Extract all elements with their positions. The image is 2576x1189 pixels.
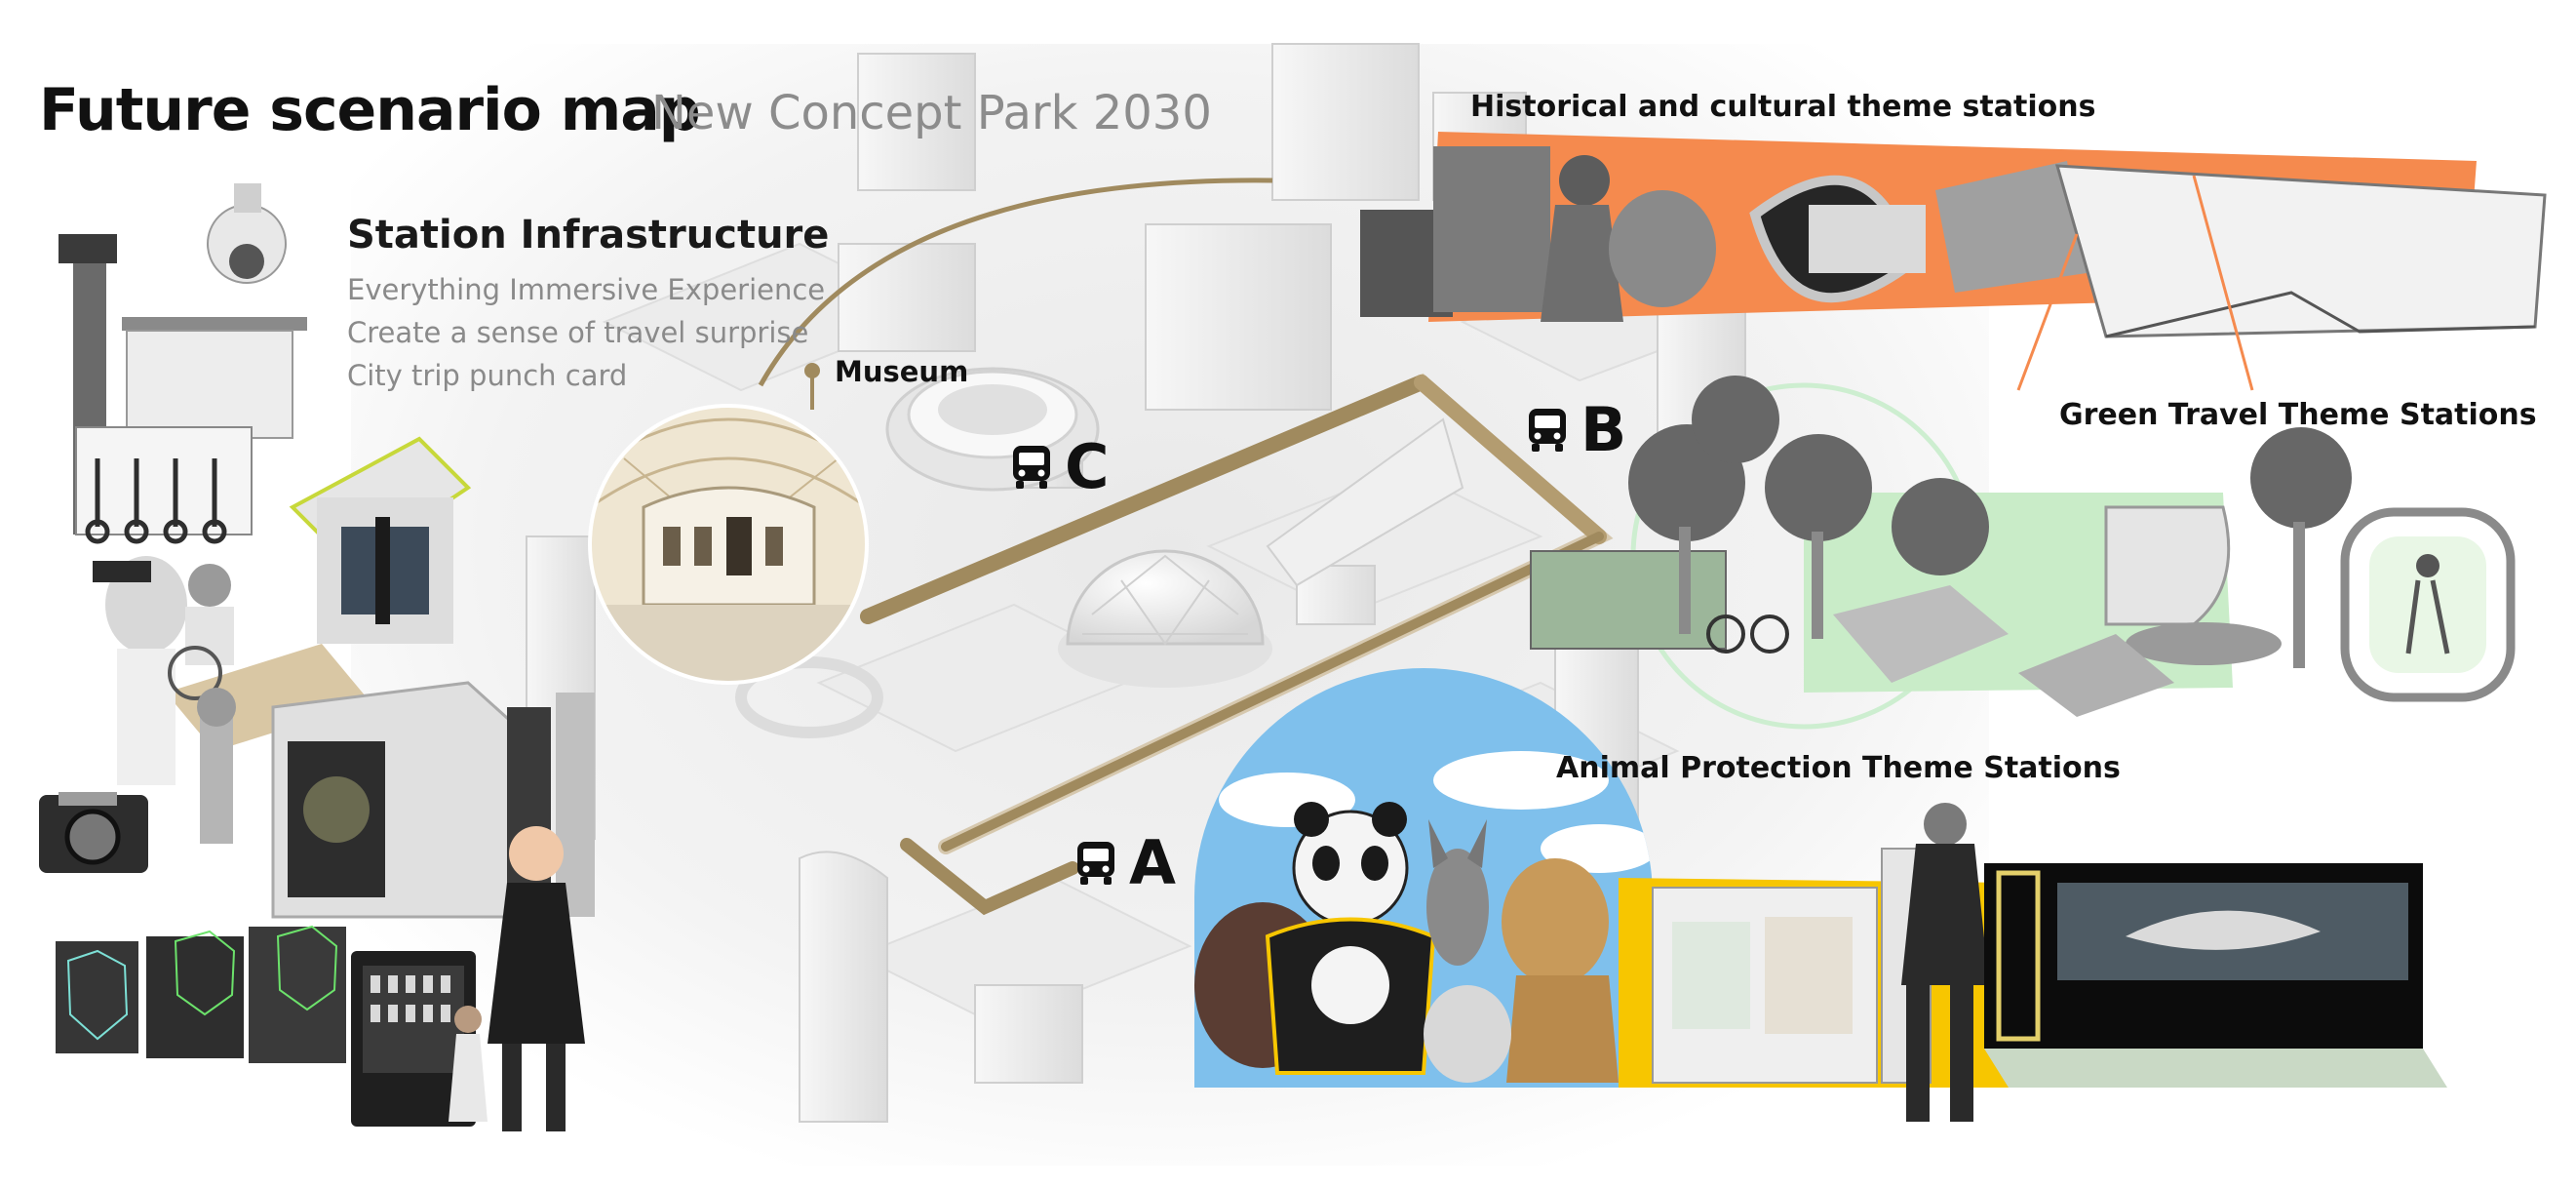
page-title: Future scenario map bbox=[39, 76, 701, 144]
infrastructure-line-1: Everything Immersive Experience bbox=[347, 273, 826, 306]
historical-theme-label: Historical and cultural theme stations bbox=[1470, 90, 2096, 124]
station-a-letter: A bbox=[1129, 827, 1176, 898]
station-a: A bbox=[1074, 833, 1176, 893]
infrastructure-line-2: Create a sense of travel surprise bbox=[347, 316, 809, 349]
transit-route bbox=[860, 373, 1614, 916]
museum-pin bbox=[804, 363, 820, 378]
geodesic-dome bbox=[1058, 549, 1272, 688]
animal-theme-label: Animal Protection Theme Stations bbox=[1556, 751, 2121, 785]
green-theme-label: Green Travel Theme Stations bbox=[2059, 398, 2537, 432]
bus-icon bbox=[1077, 842, 1114, 885]
page-subtitle: New Concept Park 2030 bbox=[651, 86, 1212, 140]
ramp-structure bbox=[1266, 417, 1464, 587]
historical-collage bbox=[1360, 132, 2547, 391]
station-c-letter: C bbox=[1065, 431, 1110, 502]
bus-icon bbox=[1013, 446, 1050, 489]
museum-arc-route bbox=[758, 178, 1273, 387]
infrastructure-line-3: City trip punch card bbox=[347, 359, 628, 392]
station-b-letter: B bbox=[1581, 394, 1627, 465]
station-c: C bbox=[1010, 437, 1110, 497]
museum-label: Museum bbox=[835, 355, 969, 388]
spiral-ramp bbox=[735, 656, 883, 738]
station-infrastructure-collage bbox=[39, 183, 595, 1131]
city-buildings bbox=[526, 43, 1746, 1123]
animal-collage bbox=[1194, 668, 2447, 1122]
bus-icon bbox=[1529, 409, 1566, 452]
green-collage bbox=[1530, 376, 2516, 730]
museum-photo bbox=[588, 404, 869, 685]
infrastructure-heading: Station Infrastructure bbox=[347, 213, 830, 258]
station-b: B bbox=[1526, 400, 1626, 460]
